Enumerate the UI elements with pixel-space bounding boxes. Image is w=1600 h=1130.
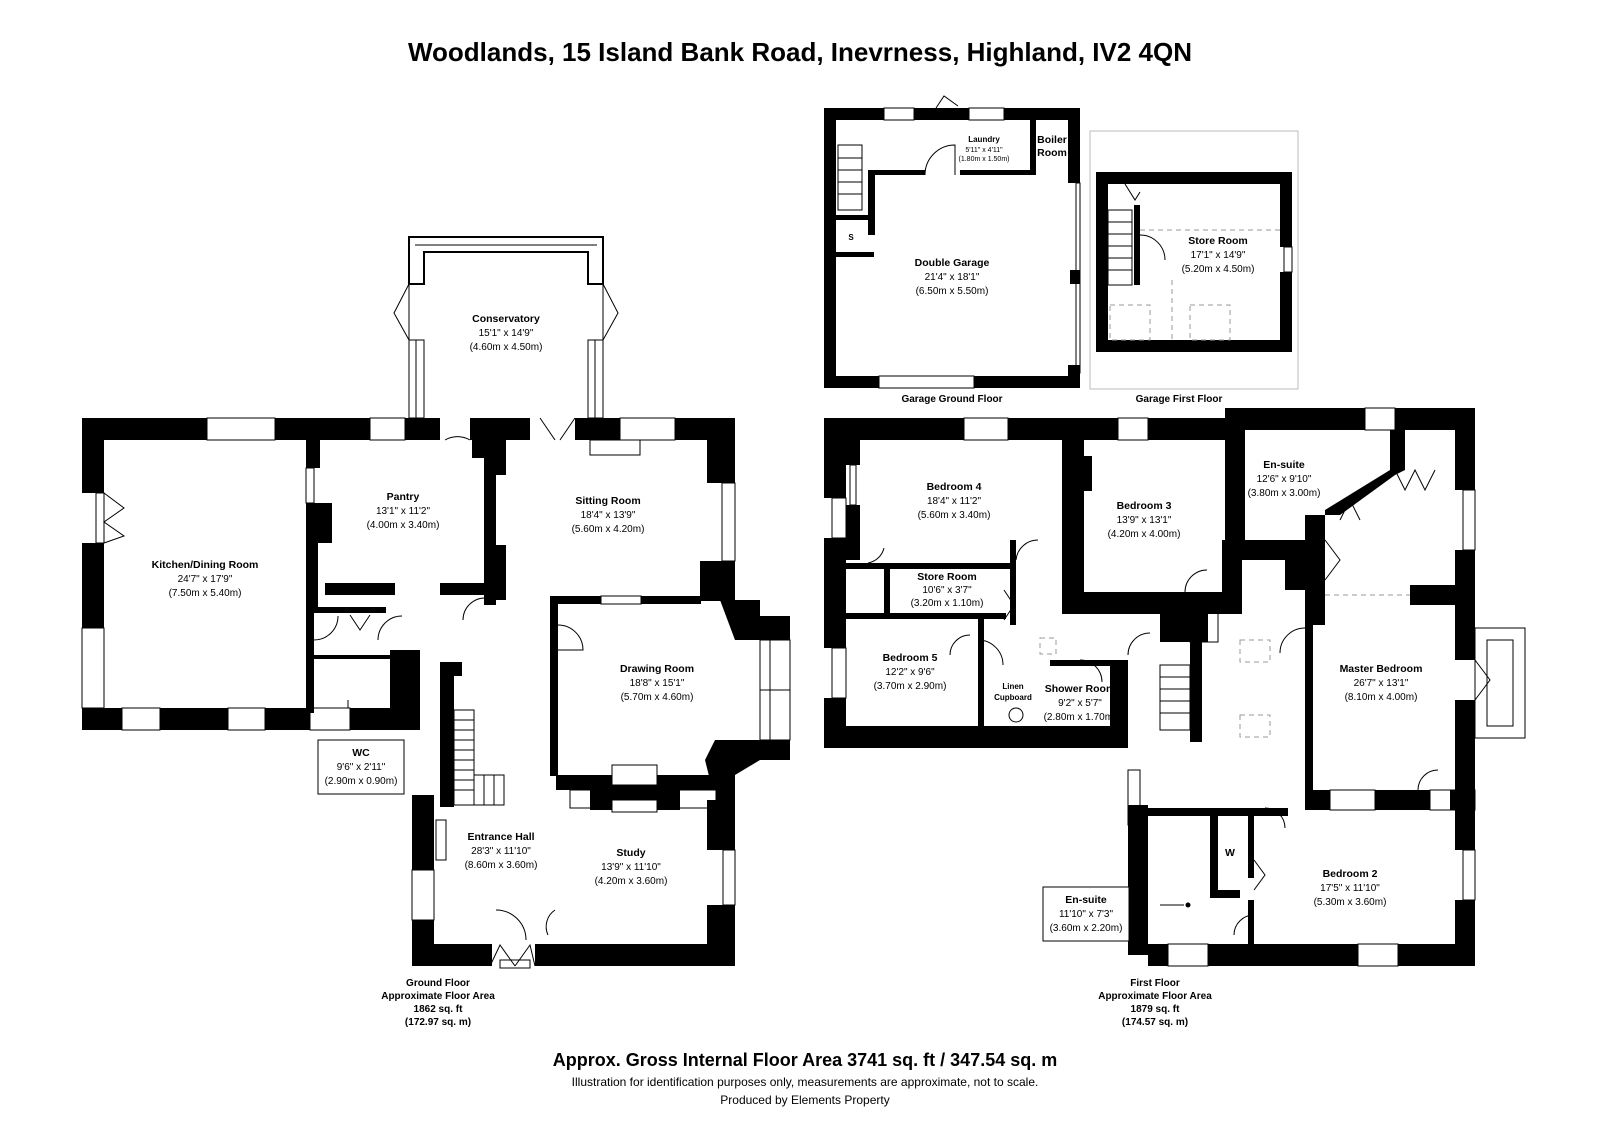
wardrobe-w-label: W [1225, 847, 1235, 859]
conservatory-imperial: 15'1" x 14'9" [479, 328, 534, 339]
bedroom-4-name: Bedroom 4 [927, 481, 982, 493]
garage-ground-floor-plan [824, 95, 1081, 389]
page-title: Woodlands, 15 Island Bank Road, Inevrnes… [408, 37, 1192, 67]
conservatory-name: Conservatory [472, 313, 540, 325]
pantry-metric: (4.00m x 3.40m) [367, 520, 440, 531]
entrance-hall-imperial: 28'3" x 11'10" [471, 846, 531, 857]
shower-room-imperial: 9'2" x 5'7" [1058, 698, 1102, 709]
laundry-metric: (1.80m x 1.50m) [959, 156, 1010, 163]
wc-imperial: 9'6" x 2'11" [337, 762, 386, 773]
kitchen-imperial: 24'7" x 17'9" [178, 574, 233, 585]
drawing-room-imperial: 18'8" x 15'1" [630, 678, 685, 689]
garage-metric: (6.50m x 5.50m) [916, 286, 989, 297]
first-floor-caption-1: First Floor [1130, 978, 1180, 989]
ground-floor-caption-3: 1862 sq. ft [414, 1004, 464, 1015]
linen-cupboard-name-2: Cupboard [994, 693, 1032, 702]
laundry-name: Laundry [968, 135, 1000, 144]
garage-name: Double Garage [915, 257, 990, 269]
bedroom-2-name: Bedroom 2 [1323, 868, 1378, 880]
bedroom-5-imperial: 12'2" x 9'6" [885, 667, 935, 678]
master-bedroom-imperial: 26'7" x 13'1" [1354, 678, 1409, 689]
garage-first-floor-caption: Garage First Floor [1136, 394, 1223, 405]
ground-floor-caption-4: (172.97 sq. m) [405, 1017, 471, 1028]
bedroom-3-name: Bedroom 3 [1117, 500, 1172, 512]
study-imperial: 13'9" x 11'10" [601, 862, 661, 873]
en-suite-2-label-box: En-suite 11'10" x 7'3" (3.60m x 2.20m) [1042, 886, 1130, 942]
kitchen-name: Kitchen/Dining Room [152, 559, 259, 571]
store-room-name: Store Room [917, 571, 977, 583]
store-room-imperial: 10'6" x 3'7" [922, 585, 972, 596]
en-suite-2-metric: (3.60m x 2.20m) [1050, 923, 1123, 934]
bedroom-5-name: Bedroom 5 [883, 652, 938, 664]
garage-store-room-imperial: 17'1" x 14'9" [1191, 250, 1246, 261]
ground-floor-caption-2: Approximate Floor Area [381, 991, 495, 1002]
sitting-room-name: Sitting Room [575, 495, 640, 507]
sitting-room-metric: (5.60m x 4.20m) [572, 524, 645, 535]
entrance-hall-name: Entrance Hall [467, 831, 534, 843]
bedroom-4-imperial: 18'4" x 11'2" [927, 496, 982, 507]
master-bedroom-metric: (8.10m x 4.00m) [1345, 692, 1418, 703]
laundry-imperial: 5'11" x 4'11" [965, 147, 1003, 154]
bedroom-5-metric: (3.70m x 2.90m) [874, 681, 947, 692]
kitchen-metric: (7.50m x 5.40m) [169, 588, 242, 599]
en-suite-1-name: En-suite [1263, 459, 1305, 471]
shower-room-name: Shower Room [1045, 683, 1116, 695]
garage-store-room-metric: (5.20m x 4.50m) [1182, 264, 1255, 275]
en-suite-1-metric: (3.80m x 3.00m) [1248, 488, 1321, 499]
wc-name: WC [352, 747, 370, 759]
ground-floor-caption-1: Ground Floor [406, 978, 470, 989]
garage-s-label: S [848, 233, 854, 242]
bedroom-4-metric: (5.60m x 3.40m) [918, 510, 991, 521]
wc-label-box: WC 9'6" x 2'11" (2.90m x 0.90m) [317, 739, 405, 795]
boiler-room-name-1: Boiler [1037, 134, 1067, 146]
bedroom-2-metric: (5.30m x 3.60m) [1314, 897, 1387, 908]
bedroom-3-imperial: 13'9" x 13'1" [1117, 515, 1172, 526]
garage-first-floor-plan [1089, 130, 1299, 390]
drawing-room-metric: (5.70m x 4.60m) [621, 692, 694, 703]
ground-floor-plan [81, 236, 791, 969]
en-suite-1-imperial: 12'6" x 9'10" [1257, 474, 1312, 485]
first-floor-caption-2: Approximate Floor Area [1098, 991, 1212, 1002]
first-floor-caption-3: 1879 sq. ft [1131, 1004, 1181, 1015]
produced-by: Produced by Elements Property [720, 1093, 889, 1107]
en-suite-2-name: En-suite [1065, 894, 1107, 906]
boiler-room-name-2: Room [1037, 147, 1067, 159]
garage-imperial: 21'4" x 18'1" [925, 272, 980, 283]
entrance-hall-metric: (8.60m x 3.60m) [465, 860, 538, 871]
garage-store-room-name: Store Room [1188, 235, 1248, 247]
gross-floor-area: Approx. Gross Internal Floor Area 3741 s… [553, 1050, 1058, 1070]
bedroom-2-imperial: 17'5" x 11'10" [1320, 883, 1380, 894]
shower-room-metric: (2.80m x 1.70m) [1044, 712, 1117, 723]
wc-metric: (2.90m x 0.90m) [325, 776, 398, 787]
sitting-room-imperial: 18'4" x 13'9" [581, 510, 636, 521]
pantry-imperial: 13'1" x 11'2" [376, 506, 431, 517]
master-bedroom-name: Master Bedroom [1340, 663, 1423, 675]
linen-cupboard-name-1: Linen [1002, 682, 1023, 691]
disclaimer: Illustration for identification purposes… [572, 1075, 1039, 1089]
first-floor-caption-4: (174.57 sq. m) [1122, 1017, 1188, 1028]
en-suite-2-imperial: 11'10" x 7'3" [1059, 909, 1114, 920]
bedroom-3-metric: (4.20m x 4.00m) [1108, 529, 1181, 540]
store-room-metric: (3.20m x 1.10m) [911, 598, 984, 609]
conservatory-metric: (4.60m x 4.50m) [470, 342, 543, 353]
drawing-room-name: Drawing Room [620, 663, 694, 675]
first-floor-plan [824, 407, 1526, 967]
study-name: Study [616, 847, 645, 859]
pantry-name: Pantry [387, 491, 420, 503]
ground-stairs [453, 709, 505, 806]
study-metric: (4.20m x 3.60m) [595, 876, 668, 887]
garage-ground-floor-caption: Garage Ground Floor [901, 394, 1002, 405]
